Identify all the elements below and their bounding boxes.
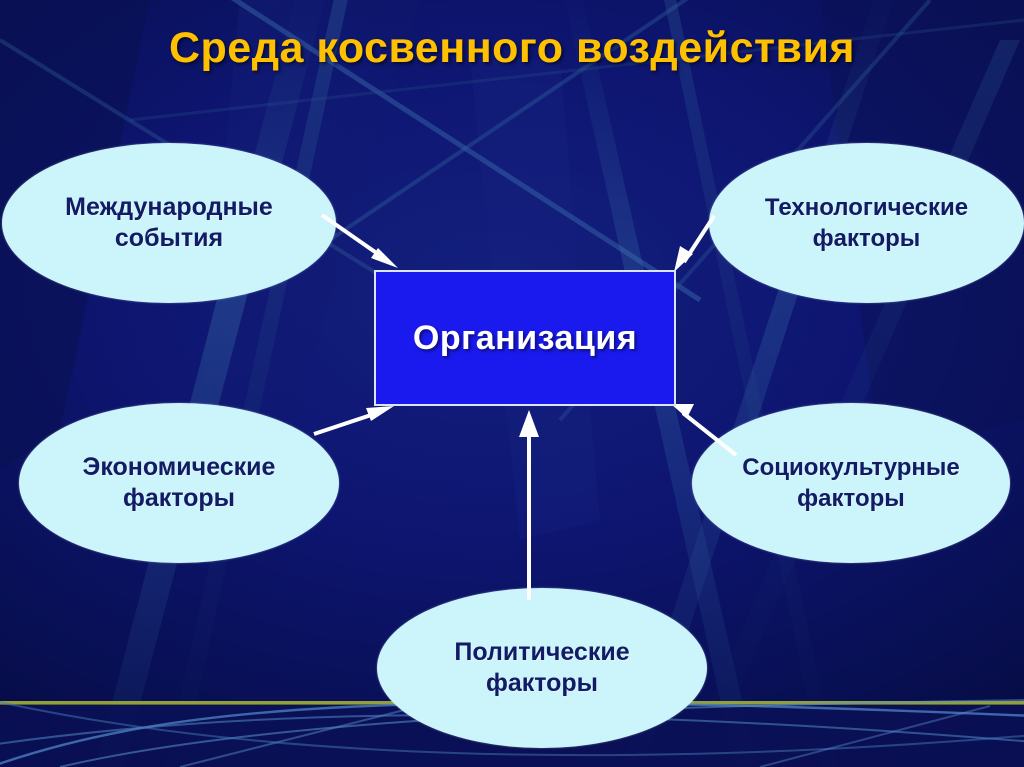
node-international-events[interactable]: Международные события bbox=[2, 143, 336, 303]
node-sociocultural-factors-label: Социокультурные факторы bbox=[742, 454, 960, 512]
organization-label: Организация bbox=[412, 318, 638, 357]
node-political-factors[interactable]: Политические факторы bbox=[377, 588, 707, 748]
node-international-events-label: Международные события bbox=[65, 193, 273, 252]
node-technological-factors[interactable]: Технологические факторы bbox=[709, 143, 1024, 303]
node-political-factors-label: Политические факторы bbox=[454, 638, 630, 697]
node-economic-factors[interactable]: Экономические факторы bbox=[19, 403, 339, 563]
node-technological-factors-label: Технологические факторы bbox=[764, 194, 969, 252]
organization-box[interactable]: Организация bbox=[374, 270, 676, 406]
page-title: Среда косвенного воздействия bbox=[168, 24, 856, 72]
node-economic-factors-label: Экономические факторы bbox=[82, 453, 276, 512]
node-sociocultural-factors[interactable]: Социокультурные факторы bbox=[692, 403, 1010, 563]
